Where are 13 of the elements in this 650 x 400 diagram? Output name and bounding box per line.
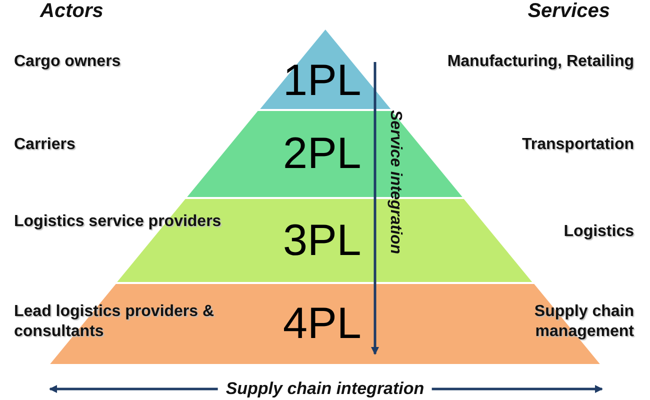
- level-label: 2PL: [282, 132, 362, 176]
- level-label: 1PL: [282, 59, 362, 103]
- actor-text: Cargo owners: [14, 52, 122, 72]
- column-heading: Services: [528, 0, 610, 23]
- level-label: 3PL: [282, 218, 362, 262]
- column-heading: Actors: [40, 0, 104, 23]
- level-label: 4PL: [283, 302, 362, 346]
- service-text: Manufacturing, Retailing: [446, 52, 634, 72]
- arrow-label: Supply chain integration: [218, 379, 432, 399]
- arrow-label: Service integration: [386, 110, 404, 254]
- service-text: Logistics: [562, 222, 634, 242]
- service-text: Transportation: [520, 135, 634, 155]
- actor-text: Carriers: [14, 135, 76, 155]
